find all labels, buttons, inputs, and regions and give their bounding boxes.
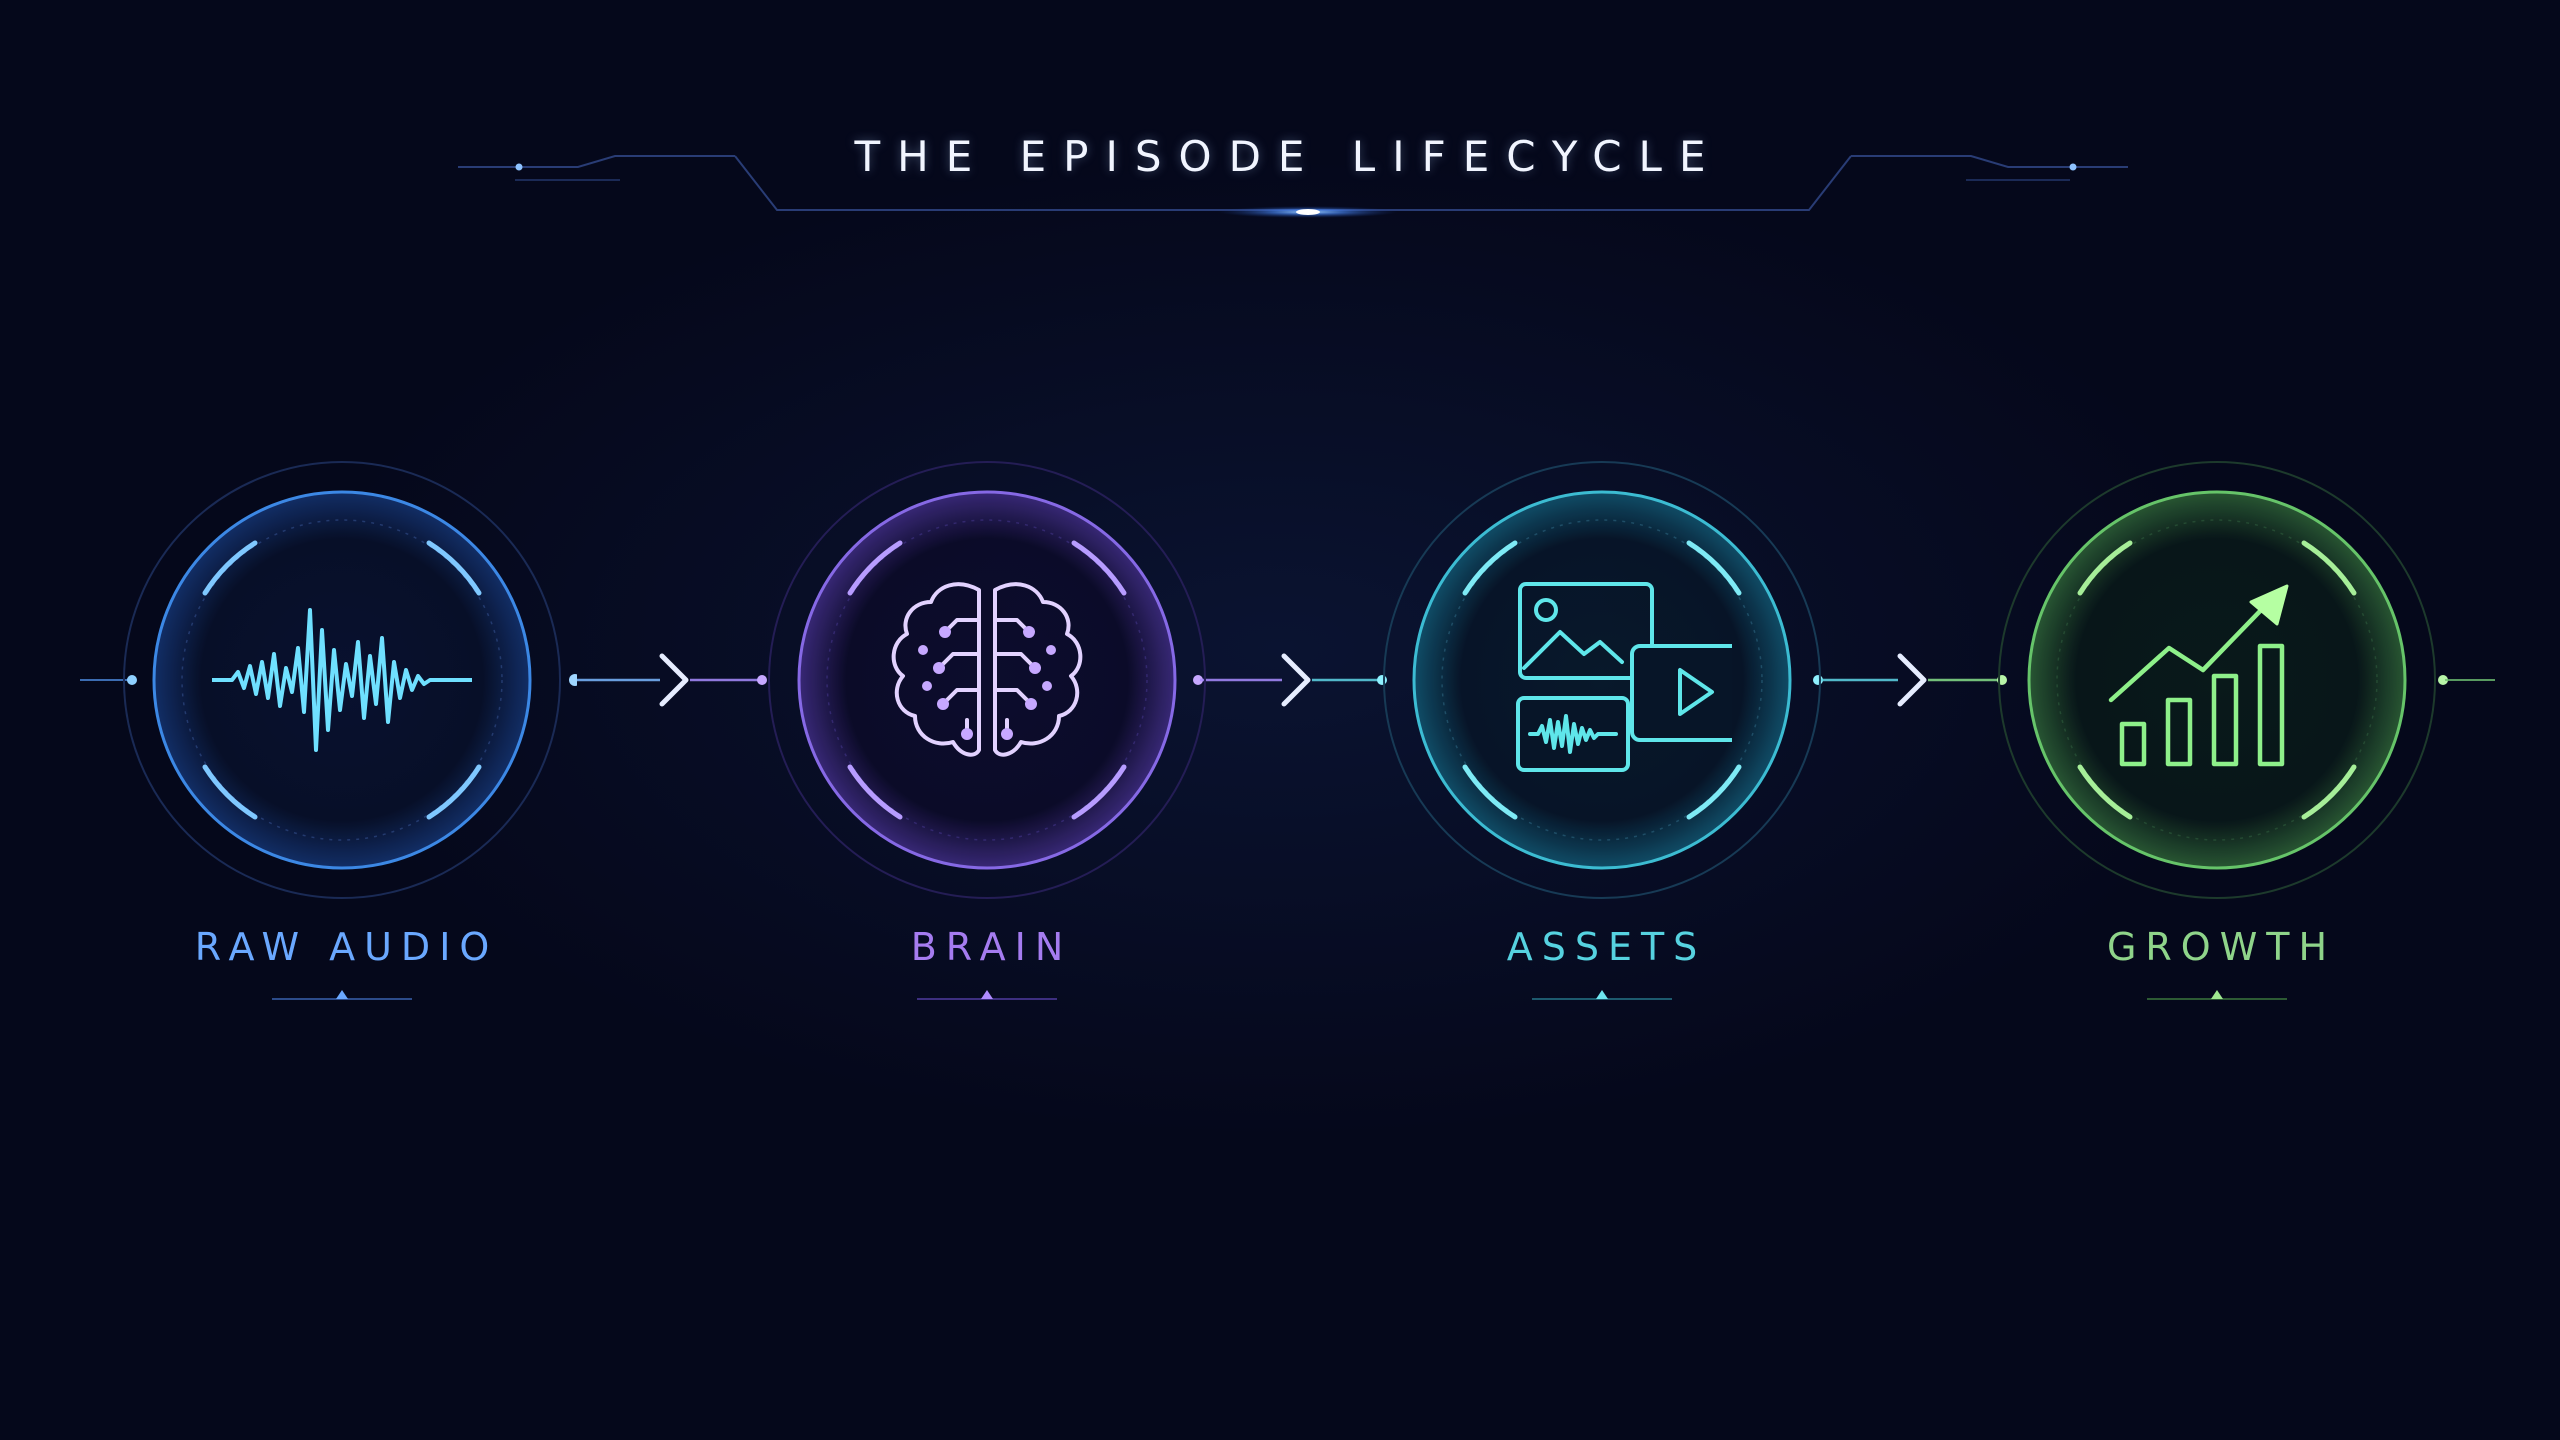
video-icon bbox=[1630, 644, 1732, 742]
waveform-icon bbox=[212, 608, 472, 752]
stage-brain: BRAIN bbox=[752, 445, 1222, 1015]
image-icon bbox=[1518, 582, 1654, 680]
stage-assets: ASSETS bbox=[1367, 445, 1837, 1015]
header-node-right bbox=[2069, 163, 2077, 171]
connector-3 bbox=[1813, 653, 2007, 707]
growth-chart-icon bbox=[2108, 584, 2289, 767]
label-underline bbox=[272, 990, 412, 1000]
header-node-left bbox=[515, 163, 523, 171]
right-edge-node bbox=[2438, 675, 2495, 685]
stage-label: GROWTH bbox=[2106, 925, 2337, 969]
left-edge-node bbox=[80, 675, 137, 685]
connector-2 bbox=[1193, 653, 1387, 707]
header-frame bbox=[458, 155, 2128, 218]
label-underline bbox=[2147, 990, 2287, 1000]
label-underline bbox=[917, 990, 1057, 1000]
label-underline bbox=[1532, 990, 1672, 1000]
page-title: THE EPISODE LIFECYCLE bbox=[854, 132, 1723, 181]
connector-1 bbox=[570, 653, 767, 707]
brain-circuit-icon bbox=[891, 582, 1083, 757]
stage-label: RAW AUDIO bbox=[194, 925, 499, 969]
stage-growth: GROWTH bbox=[1982, 445, 2452, 1015]
header: THE EPISODE LIFECYCLE bbox=[0, 0, 2560, 260]
stage-ring bbox=[1998, 461, 2436, 899]
chevron-right-icon bbox=[659, 653, 689, 707]
stage-ring bbox=[768, 461, 1206, 899]
chevron-right-icon bbox=[1897, 653, 1927, 707]
chevron-right-icon bbox=[1281, 653, 1311, 707]
media-assets-icon bbox=[1516, 582, 1732, 772]
stage-raw-audio: RAW AUDIO bbox=[107, 445, 577, 1015]
stage-label: ASSETS bbox=[1506, 925, 1707, 969]
stage-label: BRAIN bbox=[910, 925, 1073, 969]
